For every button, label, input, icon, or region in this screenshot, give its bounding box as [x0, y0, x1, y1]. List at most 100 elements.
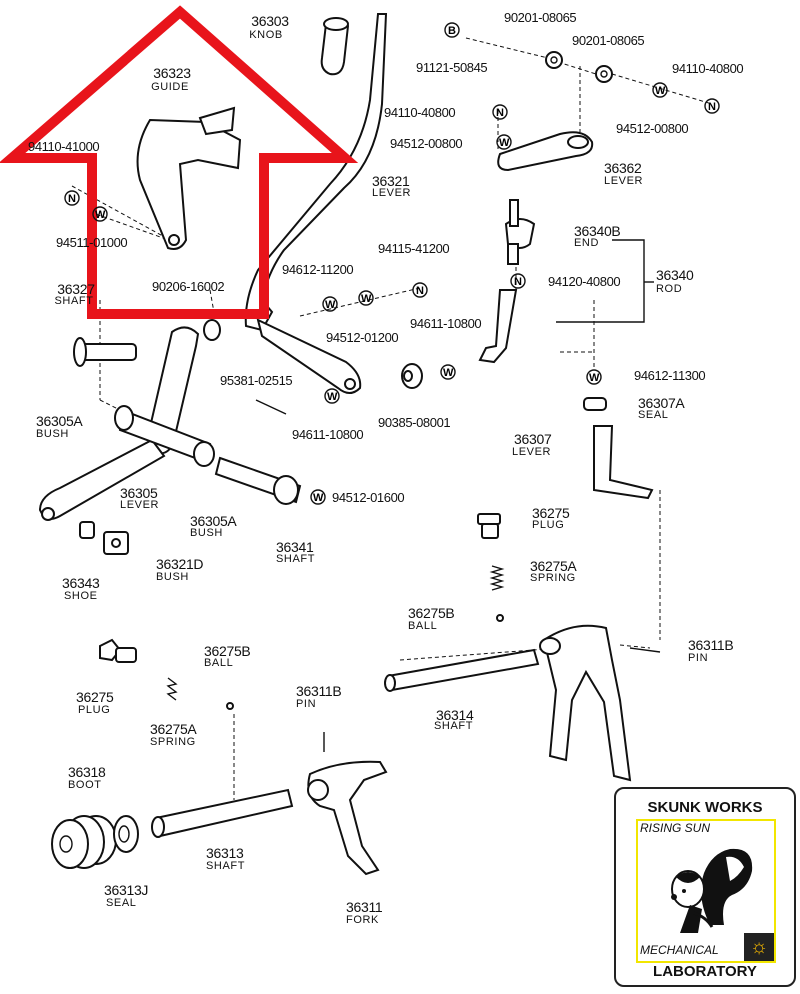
- badge-w-94512-00800a: W: [496, 134, 512, 150]
- label-36307a-number: 36307A: [638, 395, 685, 411]
- label-36311b-b-number: 36311B: [296, 683, 342, 699]
- skunk-works-logo: SKUNK WORKS RISING SUN MECHANICAL ☼ LABO…: [614, 787, 796, 987]
- label-36275b-b-name: BALL: [204, 657, 234, 669]
- label-36307-name: LEVER: [512, 446, 552, 458]
- badge-w-94611-b: W: [324, 388, 340, 404]
- label-36275b-b-number: 36275B: [204, 643, 251, 659]
- label-36327-number: 36327: [57, 281, 95, 297]
- ball-36275b-lower: [226, 702, 234, 710]
- label-94512-01600: 94512-01600: [332, 490, 405, 505]
- spring-36275a-lower: [166, 677, 178, 701]
- badge-w-94612-11300: W: [586, 369, 602, 385]
- label-36340b-number: 36340B: [574, 223, 621, 239]
- label-36305-number: 36305: [120, 485, 158, 501]
- badge-n-94120: N: [510, 273, 526, 289]
- badge-w-94511: W: [92, 206, 108, 222]
- label-36340-name: ROD: [656, 283, 683, 295]
- label-36362-name: LEVER: [604, 175, 644, 187]
- bracket-36340: [556, 239, 654, 323]
- label-36311-name: FORK: [346, 914, 379, 926]
- logo-bottom-text: LABORATORY: [653, 963, 757, 980]
- badge-w-94611-a: W: [440, 364, 456, 380]
- seal-36307a: [583, 397, 607, 411]
- label-36343-number: 36343: [62, 575, 100, 591]
- label-90201-08065-a: 90201-08065: [504, 10, 577, 25]
- shaft-36341: [214, 456, 302, 505]
- label-36323-name: GUIDE: [151, 81, 189, 93]
- label-94110-40800-b: 94110-40800: [672, 61, 744, 76]
- badge-b-91121: B: [444, 22, 460, 38]
- ball-36275b-upper: [496, 614, 504, 622]
- label-36275a-b-number: 36275A: [150, 721, 197, 737]
- label-94512-01200: 94512-01200: [326, 330, 399, 345]
- label-36275a-b-name: SPRING: [150, 736, 196, 748]
- label-91121-50845: 91121-50845: [416, 60, 488, 75]
- fork-upper: [539, 624, 632, 782]
- spring-36275a-upper: [489, 565, 505, 591]
- svg-text:W: W: [313, 492, 324, 504]
- label-36343-name: SHOE: [64, 590, 98, 602]
- label-94611-10800-a: 94611-10800: [410, 316, 482, 331]
- label-36340-number: 36340: [656, 267, 694, 283]
- knob-36303: [320, 17, 350, 76]
- label-94512-00800-b: 94512-00800: [616, 121, 689, 136]
- label-36311-number: 36311: [346, 899, 383, 915]
- label-36318-name: BOOT: [68, 779, 102, 791]
- label-36275b-a-number: 36275B: [408, 605, 455, 621]
- badge-n-94115: N: [412, 282, 428, 298]
- plug-36275-upper: [477, 513, 501, 539]
- label-90385-08001: 90385-08001: [378, 415, 451, 430]
- label-95381-02515: 95381-02515: [220, 373, 293, 388]
- label-90206-16002: 90206-16002: [152, 279, 225, 294]
- label-36341-number: 36341: [276, 539, 314, 555]
- badge-n-94110-40800b: N: [704, 98, 720, 114]
- pin-95381: [255, 399, 287, 415]
- boot-36318: [51, 815, 117, 869]
- label-94110-40800-a: 94110-40800: [384, 105, 456, 120]
- logo-line1: RISING SUN: [640, 821, 711, 835]
- logo-inner-box: RISING SUN MECHANICAL ☼: [636, 819, 776, 963]
- label-36321d-name: BUSH: [156, 571, 189, 583]
- svg-text:N: N: [514, 276, 522, 288]
- badge-w-94512-01600: W: [310, 489, 326, 505]
- label-36305-name: LEVER: [120, 499, 160, 511]
- fork-36311: [307, 760, 388, 876]
- svg-text:W: W: [95, 209, 106, 221]
- label-94511-01000: 94511-01000: [56, 235, 128, 250]
- label-36305a-b-name: BUSH: [190, 527, 223, 539]
- svg-text:N: N: [708, 101, 716, 113]
- label-36307a-name: SEAL: [638, 409, 669, 421]
- label-36305a-a-name: BUSH: [36, 428, 69, 440]
- bush-90385: [401, 363, 423, 389]
- label-94612-11300: 94612-11300: [634, 368, 706, 383]
- svg-text:W: W: [499, 137, 510, 149]
- label-36305a-a-number: 36305A: [36, 413, 83, 429]
- label-36275a-a-number: 36275A: [530, 558, 577, 574]
- label-36275-a-name: PLUG: [532, 519, 565, 531]
- label-36341-name: SHAFT: [276, 553, 316, 565]
- plug-36275-lower: [99, 638, 137, 663]
- label-36321d-number: 36321D: [156, 556, 204, 572]
- highlight-arrow: [0, 5, 359, 319]
- badges: B W N N W N W N W W N W W W W: [64, 22, 720, 505]
- label-36313-name: SHAFT: [206, 860, 246, 872]
- label-94110-41000: 94110-41000: [28, 139, 100, 154]
- svg-text:N: N: [496, 107, 504, 119]
- label-94120-40800: 94120-40800: [548, 274, 621, 289]
- label-36314-number: 36314: [436, 707, 474, 723]
- svg-text:W: W: [361, 293, 372, 305]
- label-36321-name: LEVER: [372, 187, 412, 199]
- shaft-36327: [73, 337, 137, 367]
- label-36303-number: 36303: [251, 13, 289, 29]
- label-36321-number: 36321: [372, 173, 410, 189]
- label-94512-00800-a: 94512-00800: [390, 136, 463, 151]
- lever-36305: [38, 319, 221, 521]
- badge-w-94512-00800b: W: [652, 82, 668, 98]
- nut-90201-a: [545, 51, 563, 69]
- skunk-icon: [671, 848, 753, 933]
- label-94612-11200: 94612-11200: [282, 262, 354, 277]
- lever-36362: [497, 131, 594, 172]
- shaft-36314: [384, 648, 540, 692]
- rod-36340: [478, 199, 536, 364]
